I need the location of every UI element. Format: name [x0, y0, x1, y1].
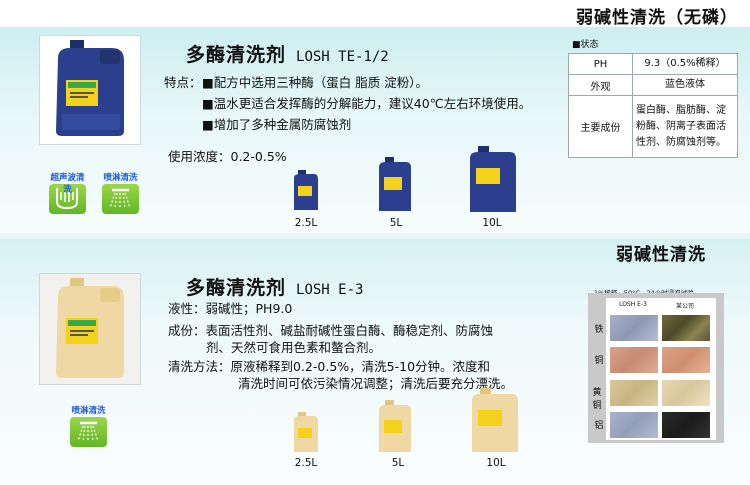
spec-caption: ■状态: [572, 40, 599, 50]
table-row: PH 9.3（0.5%稀释）: [568, 53, 738, 75]
product-title-te: 多酶清洗剂 LOSH TE-1/2: [186, 40, 389, 67]
jug-2-5l: [290, 412, 322, 458]
feature-line: ■温水更适合发挥酶的分解能力，建议40℃左右环境使用。: [202, 96, 532, 111]
size-label: 10L: [486, 457, 506, 469]
swatch-brass-other: [662, 380, 710, 406]
size-label: 5L: [389, 217, 403, 229]
product-name: 多酶清洗剂: [186, 44, 287, 66]
desc-line: 清洗方法：原液稀释到0.2-0.5%，清洗5-10分钟。浓度和: [168, 359, 491, 374]
badge-label: 喷淋清洗: [103, 173, 138, 183]
jug-2-5l: [290, 170, 322, 216]
size-label: 10L: [482, 217, 502, 229]
product-code: LOSH E-3: [296, 282, 364, 298]
product-title-e3: 多酶清洗剂 LOSH E-3: [186, 273, 363, 300]
spec-value: 蓝色液体: [632, 74, 738, 96]
jug-10l: [466, 146, 520, 218]
desc-line: 清洗时间可依污染情况调整；清洗后要充分漂洗。: [238, 376, 514, 391]
swatch-iron-losh: [610, 315, 658, 341]
swatch-iron-other: [662, 315, 710, 341]
desc-line: 成份：表面活性剂、碱盐耐碱性蛋白酶、酶稳定剂、防腐蚀: [168, 323, 494, 338]
swatch-aluminum-losh: [610, 412, 658, 438]
swatch-copper-other: [662, 347, 710, 373]
desc-line: 液性：弱碱性；PH9.0: [168, 301, 293, 316]
section2-heading: 弱碱性清洗: [616, 245, 706, 265]
size-label: 5L: [391, 457, 405, 469]
test-row-label: 铁: [594, 325, 604, 335]
section1-top-bar: [0, 0, 750, 27]
beige-jug-medium-image: [379, 400, 411, 452]
table-row: 外观 蓝色液体: [568, 74, 738, 96]
test-column-header: LOSH E-3: [619, 301, 647, 308]
spec-key: 主要成份: [568, 95, 633, 158]
swatch-copper-losh: [610, 347, 658, 373]
blue-jug-small-image: [294, 170, 318, 210]
feature-line: ■配方中选用三种酶（蛋白 脂质 淀粉）。: [202, 75, 429, 90]
spec-key: 外观: [568, 74, 633, 96]
spec-key: PH: [568, 53, 633, 75]
test-column-header: 某公司: [675, 303, 694, 310]
features-label: 特点：: [164, 75, 202, 90]
jug-5l: [376, 400, 414, 458]
section1-heading: 弱碱性清洗（无磷）: [576, 8, 738, 28]
blue-jug-image: [40, 36, 140, 144]
blue-jug-medium-image: [379, 157, 411, 211]
size-label: 2.5L: [294, 457, 318, 469]
ultrasonic-badge: 超声波清洗: [47, 171, 88, 214]
badge-label: 超声波清洗: [50, 173, 85, 195]
test-row-label: 黄铜: [592, 388, 602, 411]
size-label: 2.5L: [294, 217, 318, 229]
feature-line: ■增加了多种金属防腐蚀剂: [202, 117, 352, 132]
concentration-text: 使用浓度：0.2-0.5%: [168, 149, 287, 164]
swatch-brass-losh: [610, 380, 658, 406]
jug-10l: [468, 388, 522, 458]
spec-table: PH 9.3（0.5%稀释） 外观 蓝色液体 主要成份 蛋白酶、脂肪酶、淀粉酶、…: [568, 53, 738, 158]
beige-jug-image: [40, 274, 140, 384]
product-photo-e3: [39, 273, 141, 385]
badge-label: 喷淋清洗: [71, 406, 106, 416]
spray-icon: [70, 417, 107, 447]
product-name: 多酶清洗剂: [186, 277, 287, 299]
product-code: LOSH TE-1/2: [296, 49, 389, 65]
blue-jug-large-image: [470, 146, 516, 212]
ultrasonic-icon: [49, 184, 86, 214]
swatch-aluminum-other: [662, 412, 710, 438]
spray-badge: 喷淋清洗: [68, 404, 109, 447]
desc-line: 剂、天然可食用色素和螯合剂。: [206, 340, 382, 355]
test-row-label: 铝: [594, 421, 604, 431]
section-divider: [0, 233, 750, 239]
beige-jug-large-image: [472, 388, 518, 452]
beige-jug-small-image: [294, 412, 318, 452]
spray-icon: [102, 184, 139, 214]
product-photo-te: [39, 35, 141, 145]
spray-badge: 喷淋清洗: [100, 171, 141, 214]
spec-value: 蛋白酶、脂肪酶、淀粉酶、阴离子表面活性剂、防腐蚀剂等。: [632, 95, 738, 158]
jug-5l: [376, 157, 414, 217]
spec-value: 9.3（0.5%稀释）: [632, 53, 738, 75]
test-row-label: 铜: [594, 356, 604, 366]
table-row: 主要成份 蛋白酶、脂肪酶、淀粉酶、阴离子表面活性剂、防腐蚀剂等。: [568, 95, 738, 158]
